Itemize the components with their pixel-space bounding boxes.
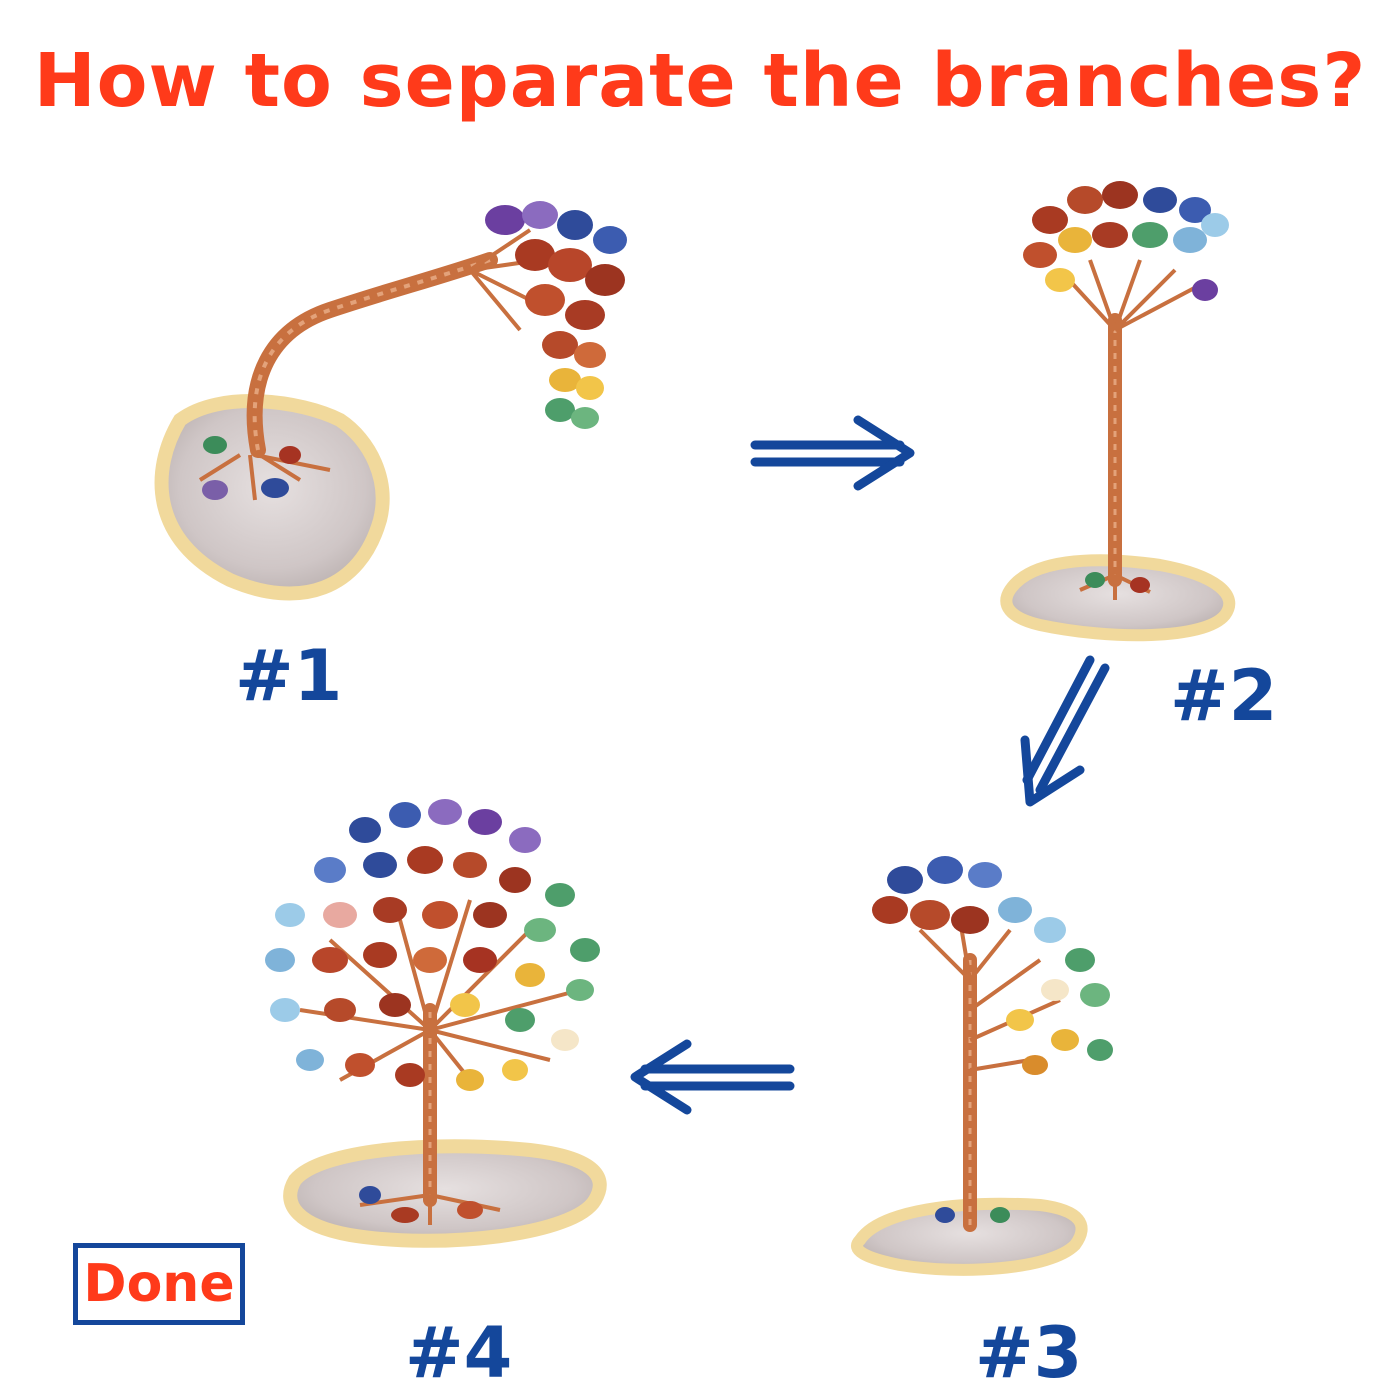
step-label-1: #1 [235,635,343,717]
step-label-4: #4 [405,1312,513,1394]
page-title: How to separate the branches? [33,38,1367,124]
tree-icon [851,856,1113,1276]
arrow-right-icon [750,415,915,491]
tree-icon [1000,181,1236,642]
arrow-down-left-icon [1020,655,1110,807]
arrow-left-icon [630,1039,795,1115]
step-label-2: #2 [1170,655,1278,737]
tree-icon [154,201,627,601]
tree-icon [265,799,607,1248]
step-label-3: #3 [975,1312,1083,1394]
done-badge: Done [73,1243,245,1325]
done-label: Done [83,1254,235,1314]
